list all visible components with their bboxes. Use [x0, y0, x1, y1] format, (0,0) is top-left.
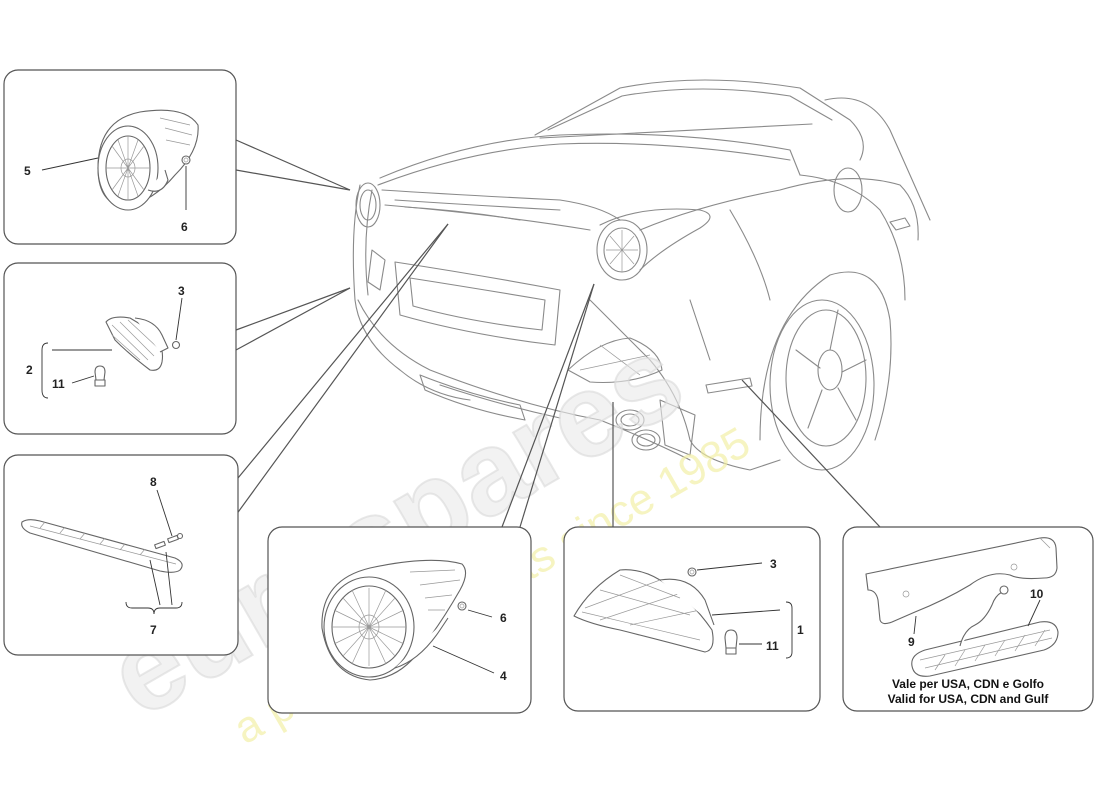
bulb-part: [724, 629, 738, 655]
callout-3: 3: [178, 284, 185, 298]
callout-4: 4: [500, 669, 507, 683]
third-brake-light-part: [21, 519, 183, 573]
callout-3: 3: [770, 557, 777, 571]
callout-2: 2: [26, 363, 33, 377]
round-taillight-part: [97, 109, 199, 211]
callout-6: 6: [181, 220, 188, 234]
callout-8: 8: [150, 475, 157, 489]
callout-11: 11: [52, 377, 65, 391]
callout-5: 5: [24, 164, 31, 178]
panel-connector-lines: [235, 139, 881, 528]
screw-part: [687, 567, 697, 577]
callout-7: 7: [150, 623, 157, 637]
panel-4-round-taillight: 6 4: [267, 526, 532, 714]
panel-1-taillight: 5 6: [3, 69, 237, 245]
callout-10: 10: [1030, 587, 1044, 601]
callout-1: 1: [797, 623, 804, 637]
screw-part: [154, 532, 184, 550]
validity-note-english: Valid for USA, CDN and Gulf: [888, 692, 1050, 706]
plate-frame-part: [865, 537, 1058, 625]
reflector-light-part: [573, 569, 715, 653]
callout-6: 6: [500, 611, 507, 625]
side-lamp-part: [105, 316, 169, 371]
plate-light-part: [911, 585, 1059, 677]
panel-6-license-plate-frame: 10 9 Vale per USA, CDN e Golfo Valid for…: [842, 526, 1094, 712]
screw-part: [457, 601, 467, 611]
panel-2-side-lamp: 3 2 11: [3, 262, 237, 435]
callout-11: 11: [766, 639, 779, 653]
panel-3-brake-light: 8 7: [3, 454, 239, 656]
callout-9: 9: [908, 635, 915, 649]
screw-part: [181, 155, 191, 165]
bulb-part: [94, 365, 106, 387]
panel-5-reflector-light: 3 1 11: [563, 526, 821, 712]
car-rear-illustration: [352, 79, 931, 471]
screw-part: [171, 340, 181, 350]
validity-note-italian: Vale per USA, CDN e Golfo: [892, 677, 1044, 691]
large-round-taillight-part: [321, 559, 467, 681]
